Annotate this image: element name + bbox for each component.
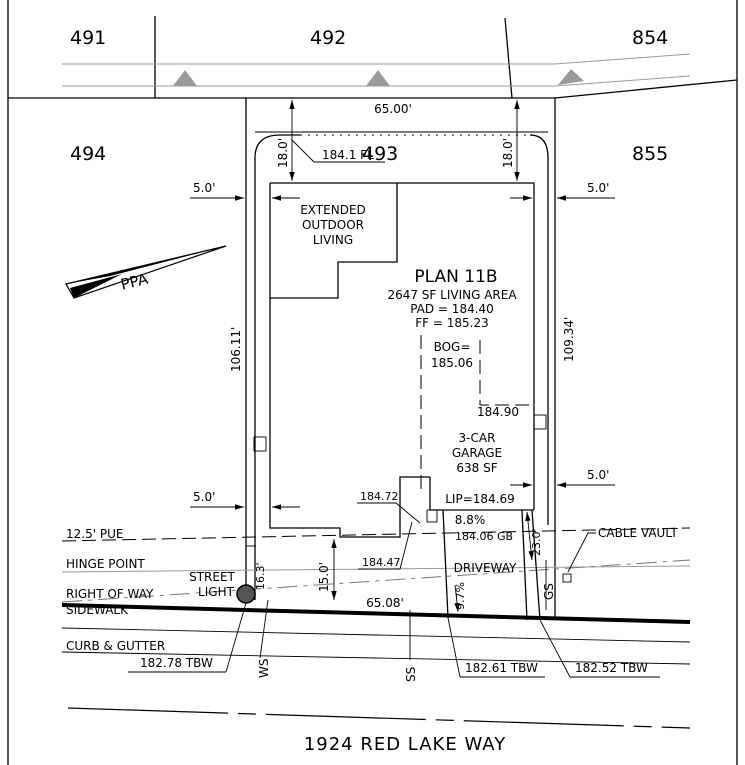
curb-line <box>61 651 691 665</box>
rear-setback-left-dim: 18.0' <box>276 138 290 168</box>
tbw-left: 182.78 TBW <box>140 656 213 670</box>
pue-line <box>61 527 691 542</box>
street-light-label-2: LIGHT <box>198 585 235 599</box>
garage-label-3: 638 SF <box>456 461 497 475</box>
driveway-slope: 8.8% <box>455 513 486 527</box>
rear-setback-right-dim: 18.0' <box>501 138 515 168</box>
step-box <box>426 509 438 523</box>
right-of-way-line <box>61 559 691 603</box>
bog-value: 185.06 <box>431 356 473 370</box>
rear-width-dim: 65.00' <box>374 102 412 116</box>
pue-label: 12.5' PUE <box>66 527 123 541</box>
street-light-label-1: STREET <box>189 570 235 584</box>
ss-label: SS <box>404 667 418 682</box>
gs-label: GS <box>542 583 556 600</box>
house-footprint <box>253 182 547 538</box>
garage-elevation: 184.90 <box>477 405 519 419</box>
driveway-gb-elevation: 184.06 GB <box>455 530 513 543</box>
ws-label: WS <box>257 659 271 678</box>
garage-label-1: 3-CAR <box>459 431 496 445</box>
utility-box <box>253 436 267 452</box>
sidewalk-line <box>61 603 691 624</box>
outdoor-label-1: EXTENDED <box>300 203 366 217</box>
sidewalk-label: SIDEWALK <box>66 603 129 617</box>
cable-vault-icon <box>562 573 572 583</box>
side-setback-right-bottom: 5.0' <box>587 468 609 482</box>
plan-name: PLAN 11B <box>414 267 497 287</box>
ac-pad <box>533 414 547 430</box>
drawing-frame <box>7 0 738 765</box>
lot-number-854: 854 <box>632 27 668 49</box>
lot-number-492: 492 <box>310 27 346 49</box>
lot-number-491: 491 <box>70 27 106 49</box>
fl-leader <box>291 139 385 163</box>
street-centerline <box>67 707 691 729</box>
fl-elevation: 184.1 FL <box>322 148 374 162</box>
slope-triangle-icon <box>366 70 390 86</box>
bog-label: BOG= <box>434 340 471 354</box>
outdoor-label-3: LIVING <box>313 233 353 247</box>
living-area: 2647 SF LIVING AREA <box>387 288 517 302</box>
ff-elevation: FF = 185.23 <box>415 316 488 330</box>
driveway-label: DRIVEWAY <box>454 561 517 575</box>
lot-number-494: 494 <box>70 143 106 165</box>
elevation-184-72: 184.72 <box>360 490 399 503</box>
slope-triangle-icon <box>558 69 584 85</box>
rear-lot-lines <box>8 16 738 99</box>
lip-elevation: LIP=184.69 <box>445 492 515 506</box>
curb-label: CURB & GUTTER <box>66 639 165 653</box>
lot-boundary <box>245 98 556 620</box>
street-name: 1924 RED LAKE WAY <box>304 734 506 755</box>
depth-left-dim: 106.11' <box>229 327 243 372</box>
north-arrow-icon: PPA <box>65 245 227 299</box>
sidewalk-back-line <box>61 627 691 643</box>
elevation-184-47: 184.47 <box>362 556 401 569</box>
street-light-icon <box>236 584 256 604</box>
cable-vault-label: CABLE VAULT <box>598 526 678 540</box>
garage-setback-dim: 23.0' <box>530 528 543 556</box>
garage-label-2: GARAGE <box>452 446 502 460</box>
right-of-way-label: RIGHT OF WAY <box>66 587 154 601</box>
tbw-right: 182.52 TBW <box>575 661 648 675</box>
hinge-point-label: HINGE POINT <box>66 557 145 571</box>
front-setback-dim: 15.0' <box>317 562 331 592</box>
tbw-mid: 182.61 TBW <box>465 661 538 675</box>
side-setback-left-top: 5.0' <box>193 181 215 195</box>
streetlight-offset-dim: 16.3' <box>254 562 267 590</box>
pad-elevation: PAD = 184.40 <box>410 302 494 316</box>
slope-triangle-icon <box>173 70 197 86</box>
outdoor-label-2: OUTDOOR <box>302 218 364 232</box>
side-setback-left-bottom: 5.0' <box>193 490 215 504</box>
front-width-dim: 65.08' <box>366 596 404 610</box>
lot-number-493: 493 <box>362 143 398 165</box>
lot-number-855: 855 <box>632 143 668 165</box>
side-setback-right-top: 5.0' <box>587 181 609 195</box>
depth-right-dim: 109.34' <box>562 317 576 362</box>
